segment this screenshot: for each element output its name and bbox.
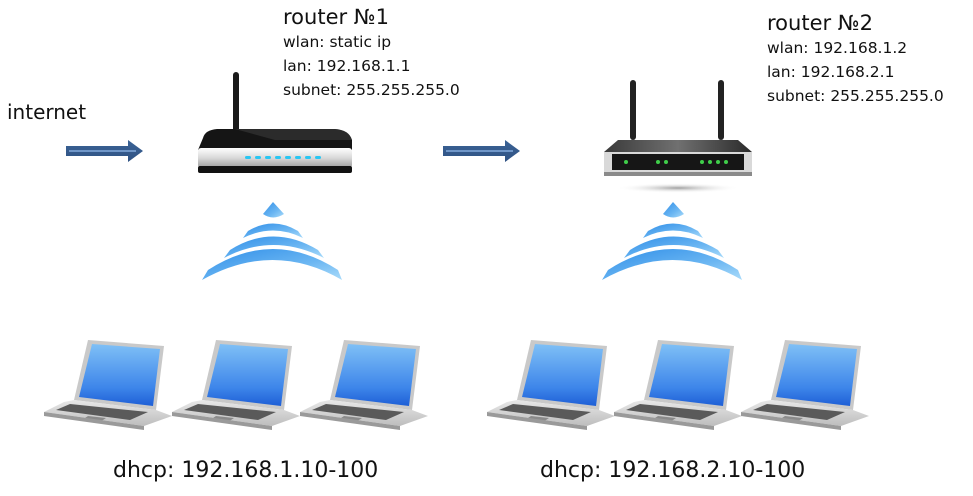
laptop-icon	[614, 340, 742, 430]
router2-info: router №2 wlan: 192.168.1.2 lan: 192.168…	[767, 10, 944, 108]
router1	[195, 72, 355, 177]
internet-label: internet	[7, 100, 87, 124]
arrow-router1-to-router2	[443, 140, 523, 162]
router2-wifi	[600, 198, 745, 293]
wifi-signal-icon	[202, 202, 342, 280]
router2-title: router №2	[767, 11, 873, 35]
wifi-signal-icon	[602, 202, 742, 280]
client-laptop	[300, 338, 430, 433]
status-led	[255, 156, 261, 159]
router1-dhcp-range: dhcp: 192.168.1.10-100	[113, 458, 379, 483]
router1-lan: lan: 192.168.1.1	[283, 57, 411, 75]
arrow-internet-to-router1	[66, 140, 146, 162]
laptop-icon	[487, 340, 615, 430]
status-led	[716, 160, 720, 164]
router2-dhcp-range: dhcp: 192.168.2.10-100	[540, 458, 806, 483]
status-led	[724, 160, 728, 164]
status-led	[245, 156, 251, 159]
status-led	[275, 156, 281, 159]
router-one-antenna-icon	[198, 72, 352, 173]
laptop-icon	[172, 340, 300, 430]
status-led	[265, 156, 271, 159]
status-led	[624, 160, 628, 164]
arrow-right-icon	[66, 140, 143, 162]
router1-info: router №1 wlan: static ip lan: 192.168.1…	[283, 4, 460, 102]
status-led	[700, 160, 704, 164]
laptop-icon	[300, 340, 428, 430]
router-two-antenna-icon	[604, 80, 752, 193]
client-laptop	[44, 338, 174, 433]
router2-subnet: subnet: 255.255.255.0	[767, 87, 944, 105]
client-laptop	[741, 338, 871, 433]
status-led	[656, 160, 660, 164]
laptop-icon	[741, 340, 869, 430]
arrow-right-icon	[443, 140, 520, 162]
router2	[600, 78, 760, 193]
router1-wlan: wlan: static ip	[283, 33, 392, 51]
status-led	[285, 156, 291, 159]
router2-wlan: wlan: 192.168.1.2	[767, 39, 908, 57]
client-laptop	[614, 338, 744, 433]
router1-title: router №1	[283, 5, 389, 29]
status-led	[305, 156, 311, 159]
router1-wifi	[200, 198, 345, 293]
router1-subnet: subnet: 255.255.255.0	[283, 81, 460, 99]
status-led	[315, 156, 321, 159]
laptop-icon	[44, 340, 172, 430]
router2-lan: lan: 192.168.2.1	[767, 63, 895, 81]
status-led	[708, 160, 712, 164]
client-laptop	[172, 338, 302, 433]
status-led	[295, 156, 301, 159]
client-laptop	[487, 338, 617, 433]
status-led	[664, 160, 668, 164]
